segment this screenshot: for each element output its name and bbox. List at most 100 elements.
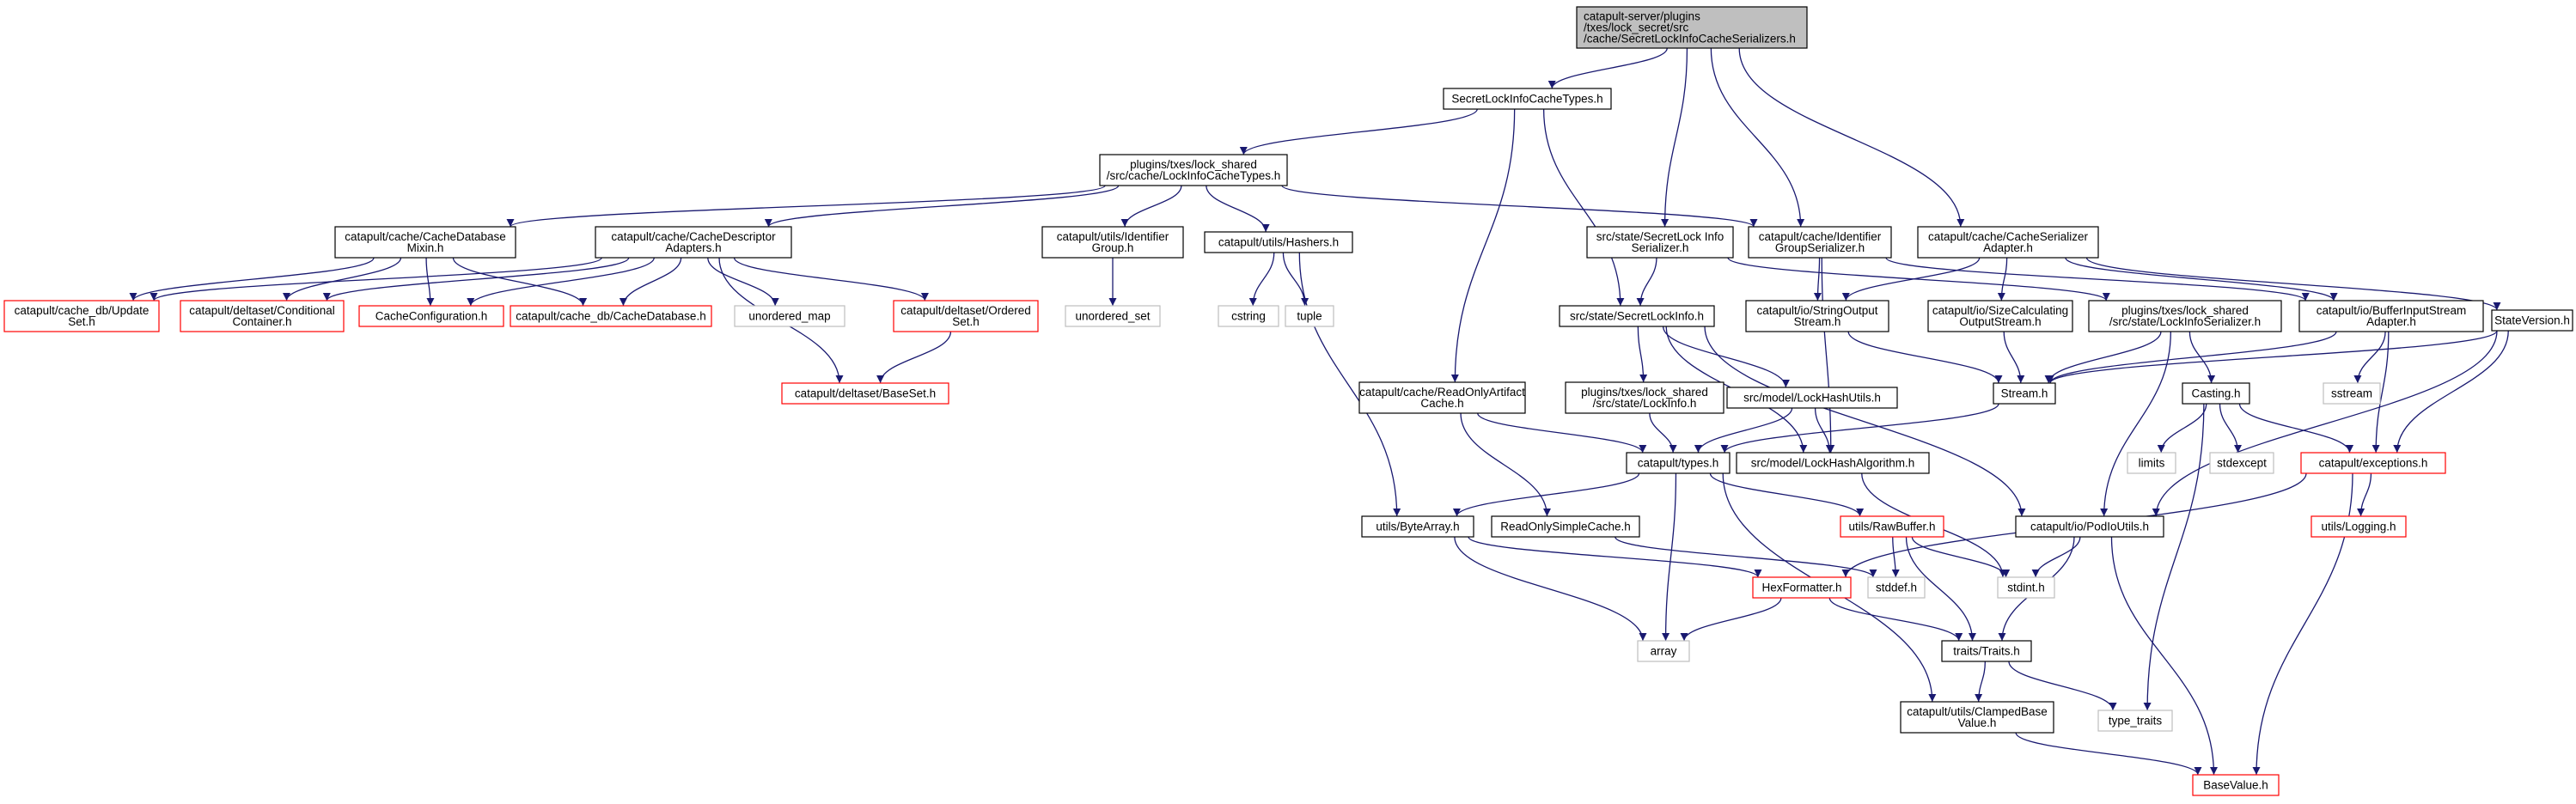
node-box <box>1997 576 2055 599</box>
node-traits[interactable]: traits/Traits.h <box>1941 640 2032 662</box>
node-sver[interactable]: StateVersion.h <box>2491 309 2573 332</box>
node-types[interactable]: catapult/types.h <box>1626 452 1731 474</box>
node-label: Mixin.h <box>407 241 444 254</box>
node-label: catapult/cache_db/CacheDatabase.h <box>516 310 705 323</box>
node-stdint: stdint.h <box>1997 576 2055 599</box>
node-label: StateVersion.h <box>2494 314 2570 327</box>
node-label: array <box>1651 645 1677 658</box>
edge-plis-to-pod <box>2100 331 2171 517</box>
edge-cda-to-oset <box>733 257 929 302</box>
node-bv[interactable]: BaseValue.h <box>2192 774 2280 796</box>
edge-rbuf-to-stddef <box>1891 536 1900 578</box>
node-label: Cache.h <box>1420 397 1463 410</box>
edge-pod-to-stdint <box>2031 536 2081 578</box>
node-ross[interactable]: ReadOnlySimpleCache.h <box>1491 515 1640 538</box>
node-box <box>1752 576 1852 599</box>
edge-cda-to-umap <box>707 257 779 307</box>
node-cast[interactable]: Casting.h <box>2182 382 2250 405</box>
node-box <box>1218 305 1279 327</box>
edge-sver-to-exc <box>2393 330 2509 454</box>
edge-bisa-to-sstream <box>2353 331 2386 384</box>
node-label: Container.h <box>232 315 291 328</box>
node-pli[interactable]: plugins/txes/lock_shared/src/state/LockI… <box>1565 381 1724 414</box>
edge-lict-to-igs <box>1281 185 1758 228</box>
node-scos[interactable]: catapult/io/SizeCalculatingOutputStream.… <box>1927 300 2073 332</box>
node-label: ReadOnlySimpleCache.h <box>1500 521 1631 533</box>
header-file-nodes: catapult-server/plugins/txes/lock_secret… <box>3 6 2573 796</box>
node-lhu[interactable]: src/model/LockHashUtils.h <box>1726 387 1898 409</box>
node-label: catapult/utils/Identifier <box>1057 230 1169 243</box>
edge-cda-to-upd <box>150 257 602 302</box>
dependency-edges <box>129 47 2509 776</box>
edge-lict-to-cda <box>764 185 1120 228</box>
node-label: Adapter.h <box>2366 315 2416 328</box>
node-lha[interactable]: src/model/LockHashAlgorithm.h <box>1736 452 1930 474</box>
node-box <box>1867 576 1926 599</box>
node-stream[interactable]: Stream.h <box>1993 382 2056 405</box>
node-box <box>1204 231 1353 253</box>
edge-cast-to-tt <box>2143 403 2205 711</box>
edge-slict-to-rac <box>1450 108 1516 383</box>
node-ccfg[interactable]: CacheConfiguration.h <box>358 305 504 327</box>
node-label: cstring <box>1231 310 1266 323</box>
edge-rbuf-to-stdint <box>1911 536 2011 578</box>
edge-cdbm-to-cond <box>283 257 402 302</box>
edge-lict-to-uig <box>1120 185 1182 228</box>
node-box <box>1726 387 1898 409</box>
node-box <box>1285 305 1334 327</box>
node-exc[interactable]: catapult/exceptions.h <box>2300 452 2446 474</box>
node-label: unordered_map <box>748 310 830 323</box>
node-slict[interactable]: SecretLockInfoCacheTypes.h <box>1443 88 1612 110</box>
node-plis[interactable]: plugins/txes/lock_shared/src/state/LockI… <box>2088 300 2282 332</box>
node-ssls[interactable]: src/state/SecretLock InfoSerializer.h <box>1586 226 1734 259</box>
node-box <box>734 305 845 327</box>
edge-ba-to-array <box>1454 536 1647 642</box>
edge-csa-to-scos <box>1997 257 2008 302</box>
node-label: catapult/deltaset/BaseSet.h <box>795 387 936 400</box>
edge-ssls-to-plis <box>1727 257 2110 302</box>
edge-hash-to-tuple <box>1282 252 1309 307</box>
node-label: Stream.h <box>1794 315 1841 328</box>
node-pod[interactable]: catapult/io/PodIoUtils.h <box>2015 515 2164 538</box>
edge-hash-to-cstr <box>1248 252 1275 307</box>
node-igs[interactable]: catapult/cache/IdentifierGroupSerializer… <box>1748 226 1892 259</box>
node-box <box>1900 701 2054 734</box>
node-label: /src/cache/LockInfoCacheTypes.h <box>1107 169 1281 182</box>
node-root[interactable]: catapult-server/plugins/txes/lock_secret… <box>1576 6 1808 49</box>
edge-ssli-to-pli <box>1637 326 1648 383</box>
node-label: catapult/utils/ClampedBase <box>1907 705 2048 718</box>
node-ssli[interactable]: src/state/SecretLockInfo.h <box>1559 305 1715 327</box>
node-stdexc: stdexcept <box>2209 452 2274 474</box>
node-box <box>1586 226 1734 259</box>
node-box <box>2127 452 2176 474</box>
node-label: traits/Traits.h <box>1953 645 2020 658</box>
node-log[interactable]: utils/Logging.h <box>2310 515 2407 538</box>
node-uset: unordered_set <box>1065 305 1161 327</box>
node-rbuf[interactable]: utils/RawBuffer.h <box>1840 515 1944 538</box>
node-bset[interactable]: catapult/deltaset/BaseSet.h <box>781 382 949 405</box>
node-label: Set.h <box>68 315 95 328</box>
node-label: plugins/txes/lock_shared <box>1581 386 1708 399</box>
node-lict[interactable]: plugins/txes/lock_shared/src/cache/LockI… <box>1099 154 1288 186</box>
edge-sos-to-stream <box>1847 331 2003 384</box>
edge-oset-to-bset <box>876 331 952 384</box>
node-box <box>1443 88 1612 110</box>
node-cdb[interactable]: catapult/cache_db/CacheDatabase.h <box>510 305 712 327</box>
edge-cdbm-to-cdb <box>452 257 588 307</box>
node-hexf[interactable]: HexFormatter.h <box>1752 576 1852 599</box>
edge-cast-to-exc <box>2238 403 2354 454</box>
node-box <box>1748 226 1892 259</box>
node-hash[interactable]: catapult/utils/Hashers.h <box>1204 231 1353 253</box>
node-ba[interactable]: utils/ByteArray.h <box>1361 515 1474 538</box>
